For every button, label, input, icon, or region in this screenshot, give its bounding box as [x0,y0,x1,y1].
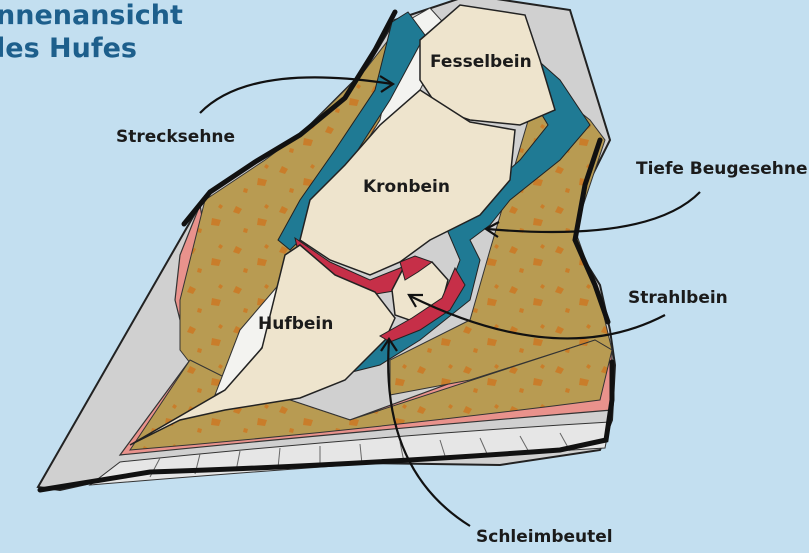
label-strahlbein: Strahlbein [628,288,728,308]
label-hufbein: Hufbein [258,314,333,334]
label-kronbein: Kronbein [363,177,450,197]
label-strecksehne: Strecksehne [116,127,235,147]
title-line-1: nnenansicht [0,0,183,31]
label-tiefe-beugesehne: Tiefe Beugesehne [636,159,807,179]
label-schleimbeutel: Schleimbeutel [476,527,613,547]
label-fesselbein: Fesselbein [430,52,532,72]
title-line-2: les Hufes [0,33,137,64]
